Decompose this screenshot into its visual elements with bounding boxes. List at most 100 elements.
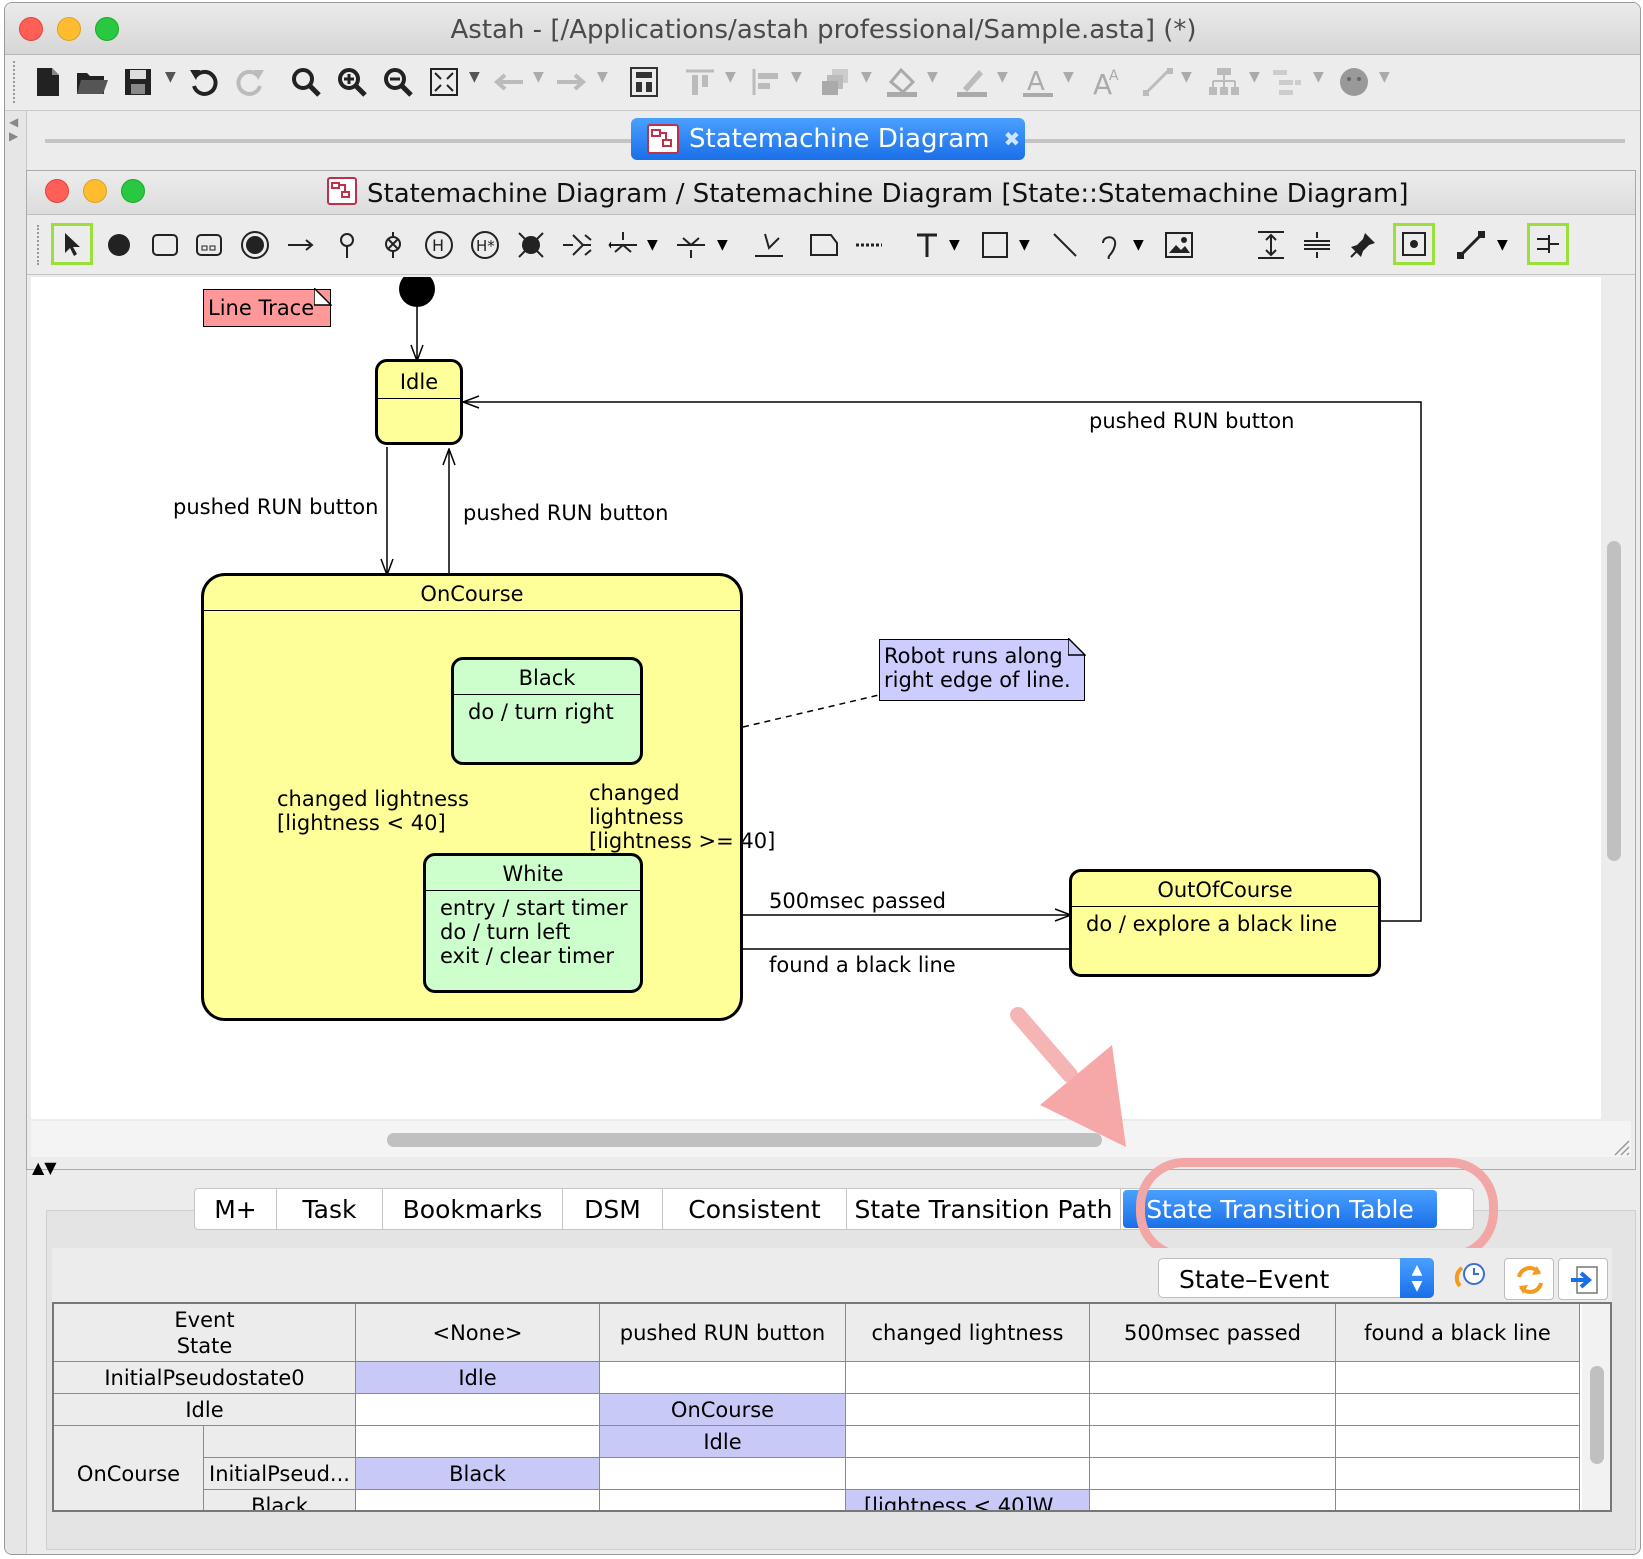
text-dropdown-icon[interactable]: ▼ xyxy=(949,237,960,253)
transition-label-oncourse-idle[interactable]: pushed RUN button xyxy=(463,501,669,525)
table-cell[interactable] xyxy=(1336,1426,1580,1458)
column-header-changed-lightness[interactable]: changed lightness xyxy=(846,1304,1090,1362)
transition-tool-icon[interactable] xyxy=(281,225,321,265)
table-cell[interactable] xyxy=(356,1426,600,1458)
toolbar-grip[interactable] xyxy=(13,61,17,103)
row-header-initialpseud[interactable]: InitialPseud... xyxy=(204,1458,356,1490)
sync-clock-icon[interactable] xyxy=(1452,1260,1490,1298)
column-header-500msec-passed[interactable]: 500msec passed xyxy=(1090,1304,1336,1362)
tab-statemachine-diagram[interactable]: Statemachine Diagram ✖ xyxy=(631,118,1025,160)
open-folder-icon[interactable] xyxy=(73,63,111,101)
split-toggle-icon[interactable]: ▲▼ xyxy=(32,1158,57,1177)
fill-color-icon[interactable] xyxy=(883,63,921,101)
back-arrow-icon[interactable] xyxy=(489,63,527,101)
export-button[interactable] xyxy=(1558,1258,1608,1300)
table-cell[interactable] xyxy=(1336,1458,1580,1490)
left-pane-toggle-icon[interactable]: ◀▶ xyxy=(9,115,19,143)
transition-label-black-white-guard[interactable]: [lightness < 40] xyxy=(277,811,446,835)
structure-tree-icon[interactable] xyxy=(625,63,663,101)
table-cell[interactable] xyxy=(846,1458,1090,1490)
palette-grip[interactable] xyxy=(37,225,41,265)
extra-palette-icon[interactable] xyxy=(1527,223,1569,265)
table-cell[interactable] xyxy=(1336,1362,1580,1394)
transition-label-idle-oncourse[interactable]: pushed RUN button xyxy=(173,495,379,519)
dotted-line-icon[interactable] xyxy=(849,225,889,265)
state-outofcourse[interactable]: OutOfCourse do / explore a black line xyxy=(1069,869,1381,977)
row-header-initialpseudostate0[interactable]: InitialPseudostate0 xyxy=(54,1362,356,1394)
canvas-horizontal-scrollbar[interactable] xyxy=(387,1133,1102,1147)
table-cell[interactable] xyxy=(846,1362,1090,1394)
tab-state-transition-path[interactable]: State Transition Path xyxy=(847,1189,1121,1229)
pin-icon[interactable] xyxy=(1343,225,1383,265)
transition-label-white-black-guard[interactable]: [lightness >= 40] xyxy=(589,829,776,853)
join-dropdown-icon[interactable]: ▼ xyxy=(717,237,728,253)
arrange-dropdown-icon[interactable]: ▼ xyxy=(861,69,872,85)
redo-icon[interactable] xyxy=(231,63,269,101)
table-cell[interactable] xyxy=(600,1490,846,1510)
zoom-icon[interactable] xyxy=(287,63,325,101)
row-header-black[interactable]: Black xyxy=(204,1490,356,1510)
rectangle-dropdown-icon[interactable]: ▼ xyxy=(1019,237,1030,253)
image-tool-icon[interactable] xyxy=(1159,225,1199,265)
table-cell[interactable] xyxy=(846,1394,1090,1426)
table-cell[interactable]: [lightness < 40]W... xyxy=(846,1490,1090,1510)
note-robot[interactable]: Robot runs along right edge of line. xyxy=(879,638,1086,701)
table-cell[interactable] xyxy=(1336,1394,1580,1426)
table-cell[interactable] xyxy=(600,1362,846,1394)
table-mode-select[interactable]: State–Event ▲▼ xyxy=(1158,1258,1434,1298)
fit-dropdown-icon[interactable]: ▼ xyxy=(469,69,480,85)
close-window-button[interactable] xyxy=(19,17,43,41)
row-header-oncourse-self[interactable] xyxy=(204,1426,356,1458)
junction-icon[interactable] xyxy=(327,225,367,265)
back-dropdown-icon[interactable]: ▼ xyxy=(533,69,544,85)
forward-arrow-icon[interactable] xyxy=(553,63,591,101)
table-cell[interactable] xyxy=(1090,1490,1336,1510)
deep-history-icon[interactable]: H* xyxy=(465,225,505,265)
select-tool-icon[interactable] xyxy=(51,223,93,265)
property-list-icon[interactable] xyxy=(1269,63,1307,101)
canvas-vertical-scrollbar[interactable] xyxy=(1607,541,1621,861)
table-cell[interactable] xyxy=(1090,1394,1336,1426)
tab-bookmarks[interactable]: Bookmarks xyxy=(383,1189,563,1229)
resize-grip-icon[interactable] xyxy=(1613,1139,1631,1157)
compress-space-icon[interactable] xyxy=(1297,225,1337,265)
tab-m-plus[interactable]: M+ xyxy=(195,1189,277,1229)
row-group-oncourse[interactable]: OnCourse xyxy=(54,1426,204,1510)
zoom-in-icon[interactable] xyxy=(333,63,371,101)
initial-pseudostate-icon[interactable] xyxy=(99,225,139,265)
left-collapsed-pane[interactable] xyxy=(5,111,27,1554)
fit-to-window-icon[interactable] xyxy=(425,63,463,101)
table-cell[interactable] xyxy=(1090,1362,1336,1394)
table-cell[interactable] xyxy=(600,1458,846,1490)
table-cell[interactable]: Idle xyxy=(356,1362,600,1394)
refresh-button[interactable] xyxy=(1504,1258,1554,1300)
zoom-window-button[interactable] xyxy=(95,17,119,41)
save-icon[interactable] xyxy=(119,63,157,101)
table-cell[interactable] xyxy=(846,1426,1090,1458)
receive-signal-icon[interactable] xyxy=(749,225,789,265)
table-vertical-scrollbar[interactable] xyxy=(1590,1366,1604,1464)
forward-dropdown-icon[interactable]: ▼ xyxy=(597,69,608,85)
text-tool-icon[interactable] xyxy=(907,225,947,265)
column-header-found-black-line[interactable]: found a black line xyxy=(1336,1304,1580,1362)
font-color-icon[interactable]: A xyxy=(1019,63,1057,101)
snap-to-grid-icon[interactable] xyxy=(1393,223,1435,265)
rectangle-tool-icon[interactable] xyxy=(975,225,1015,265)
join-icon[interactable] xyxy=(671,225,711,265)
fill-dropdown-icon[interactable]: ▼ xyxy=(927,69,938,85)
column-header-none[interactable]: <None> xyxy=(356,1304,600,1362)
state-idle[interactable]: Idle xyxy=(375,359,463,445)
state-black[interactable]: Black do / turn right xyxy=(451,657,643,765)
line-style-dropdown-icon[interactable]: ▼ xyxy=(1181,69,1192,85)
align-left-icon[interactable] xyxy=(747,63,785,101)
save-dropdown-icon[interactable]: ▼ xyxy=(165,69,176,85)
table-cell[interactable]: Black xyxy=(356,1458,600,1490)
arrange-order-icon[interactable] xyxy=(817,63,855,101)
table-cell[interactable]: Idle xyxy=(600,1426,846,1458)
diagram-canvas[interactable]: Line Trace Idle OnCourse Black do / turn… xyxy=(31,277,1601,1119)
freehand-tool-icon[interactable] xyxy=(1091,225,1131,265)
diagram-close-button[interactable] xyxy=(45,179,69,203)
final-state-icon[interactable] xyxy=(235,225,275,265)
align-left-dropdown-icon[interactable]: ▼ xyxy=(791,69,802,85)
tab-dsm[interactable]: DSM xyxy=(563,1189,663,1229)
